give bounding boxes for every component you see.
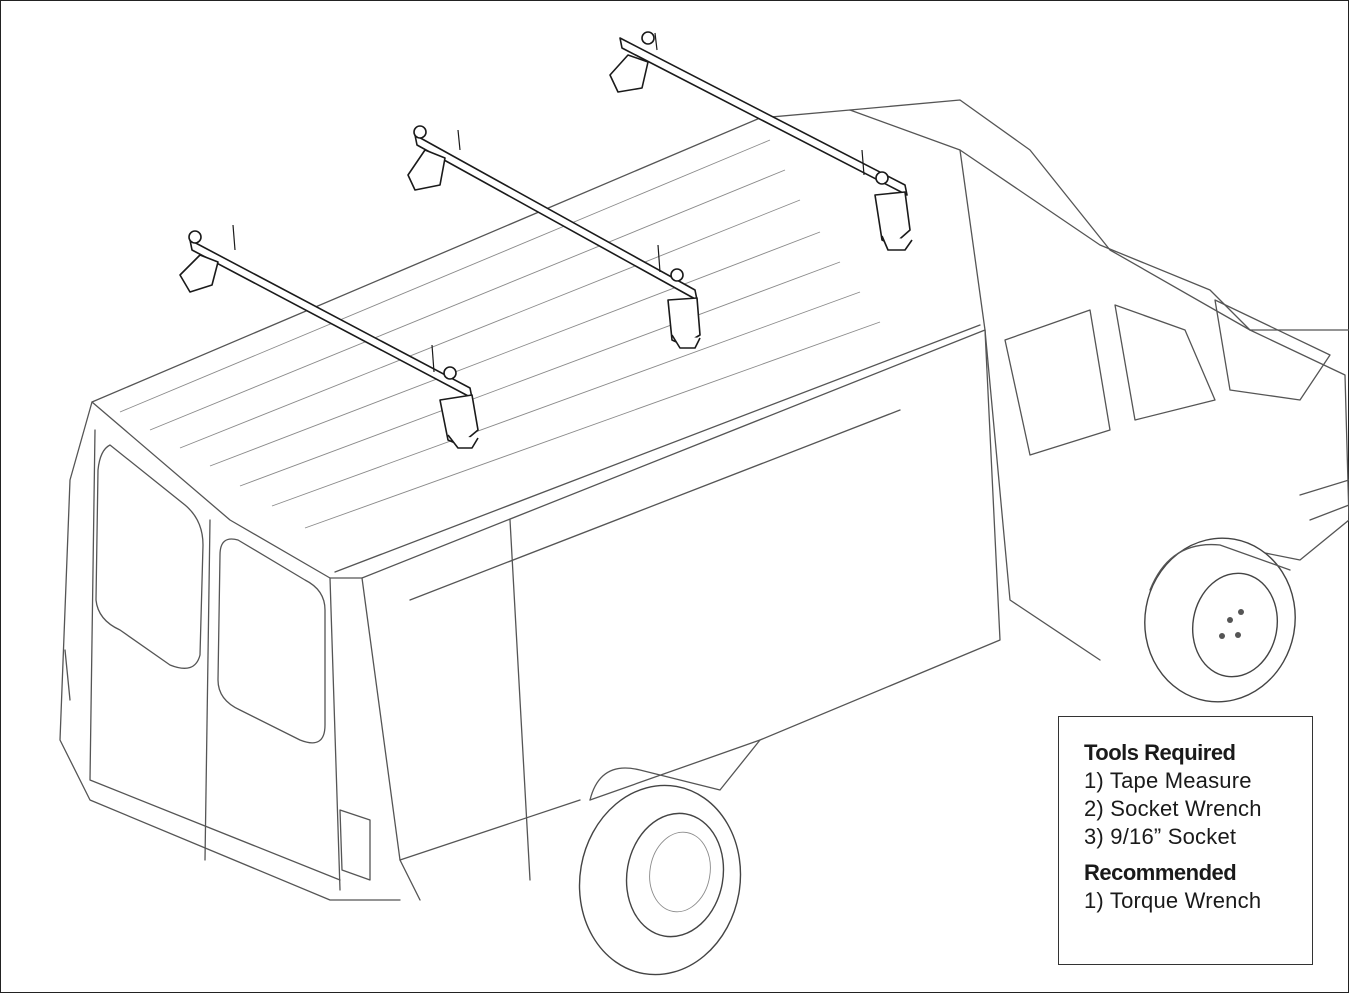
- tool-item-socket-wrench: 2) Socket Wrench: [1084, 796, 1262, 821]
- rack-crossbar-rear: [179, 224, 479, 449]
- tool-item-socket: 3) 9/16” Socket: [1084, 824, 1237, 849]
- van-cab: [849, 99, 1349, 661]
- van-roof: [91, 109, 986, 579]
- front-wheel: [1144, 537, 1296, 703]
- tool-item-tape-measure: 1) Tape Measure: [1084, 768, 1252, 793]
- recommended-item-torque-wrench: 1) Torque Wrench: [1084, 888, 1262, 913]
- rack-crossbar-front: [609, 31, 913, 251]
- tools-required-box: Tools Required 1) Tape Measure 2) Socket…: [1058, 716, 1313, 965]
- rear-wheel: [578, 784, 742, 976]
- van-side: [361, 329, 1001, 901]
- rack-crossbar-middle: [407, 125, 701, 349]
- tools-required-heading: Tools Required: [1084, 740, 1236, 765]
- van-rear: [59, 401, 401, 901]
- recommended-heading: Recommended: [1084, 860, 1237, 885]
